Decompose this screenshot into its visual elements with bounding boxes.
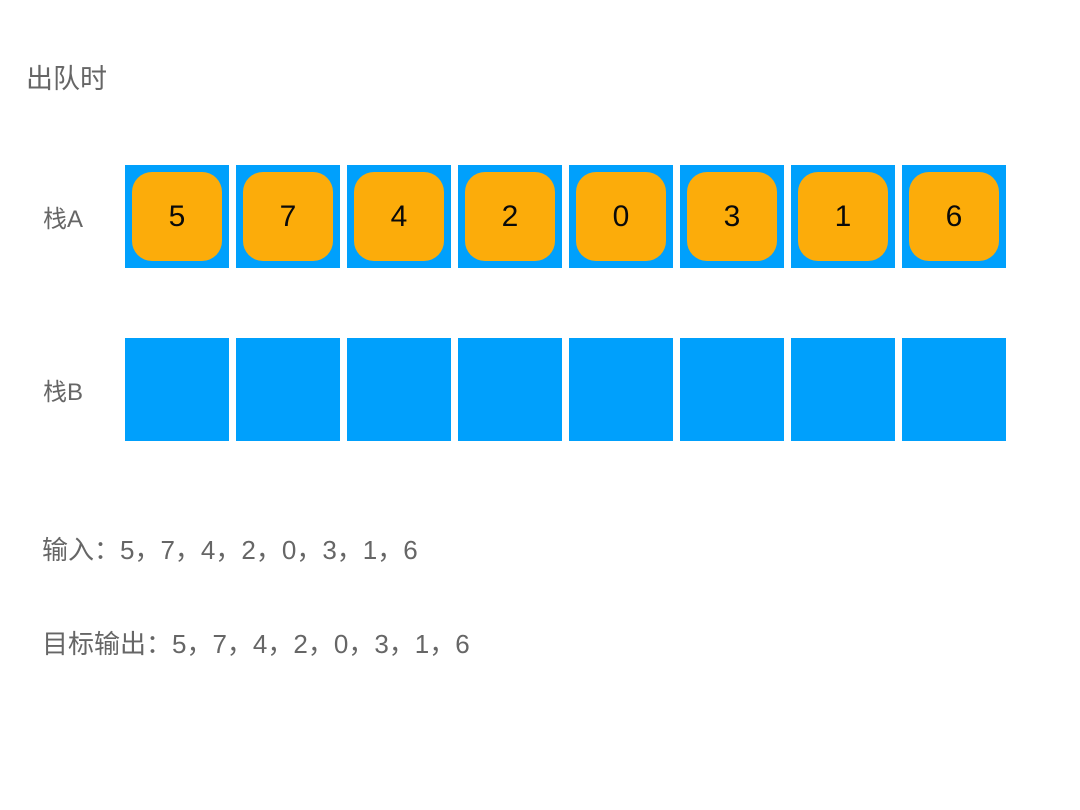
stack-b-row: [125, 338, 1006, 441]
stack-cell: 1: [791, 165, 895, 268]
stack-cell: 3: [680, 165, 784, 268]
input-sequence-label: 输入：: [42, 535, 121, 565]
stack-cell: [791, 338, 895, 441]
page-title: 出队时: [26, 64, 107, 94]
stack-cell: 7: [236, 165, 340, 268]
target-output-values: 5，7，4，2，0，3，1，6: [172, 629, 470, 659]
stack-token: 6: [909, 172, 999, 261]
stack-b-label: 栈B: [43, 379, 84, 406]
target-output-label: 目标输出：: [42, 629, 173, 659]
stack-token: 7: [243, 172, 333, 261]
stack-cell: [236, 338, 340, 441]
stack-token: 5: [132, 172, 222, 261]
input-sequence-values: 5，7，4，2，0，3，1，6: [120, 535, 418, 565]
stack-cell: [569, 338, 673, 441]
stack-cell: [125, 338, 229, 441]
stack-token: 0: [576, 172, 666, 261]
target-output-line: 目标输出：5，7，4，2，0，3，1，6: [42, 628, 470, 660]
stack-cell: [680, 338, 784, 441]
stack-cell: [458, 338, 562, 441]
stack-token: 4: [354, 172, 444, 261]
input-sequence-line: 输入：5，7，4，2，0，3，1，6: [42, 534, 418, 566]
stack-cell: 2: [458, 165, 562, 268]
stack-cell: 5: [125, 165, 229, 268]
stack-cell: 0: [569, 165, 673, 268]
stack-token: 1: [798, 172, 888, 261]
stack-cell: [902, 338, 1006, 441]
stack-cell: 4: [347, 165, 451, 268]
stack-cell: [347, 338, 451, 441]
stack-a-label: 栈A: [43, 206, 84, 233]
stack-token: 2: [465, 172, 555, 261]
stack-token: 3: [687, 172, 777, 261]
stack-cell: 6: [902, 165, 1006, 268]
